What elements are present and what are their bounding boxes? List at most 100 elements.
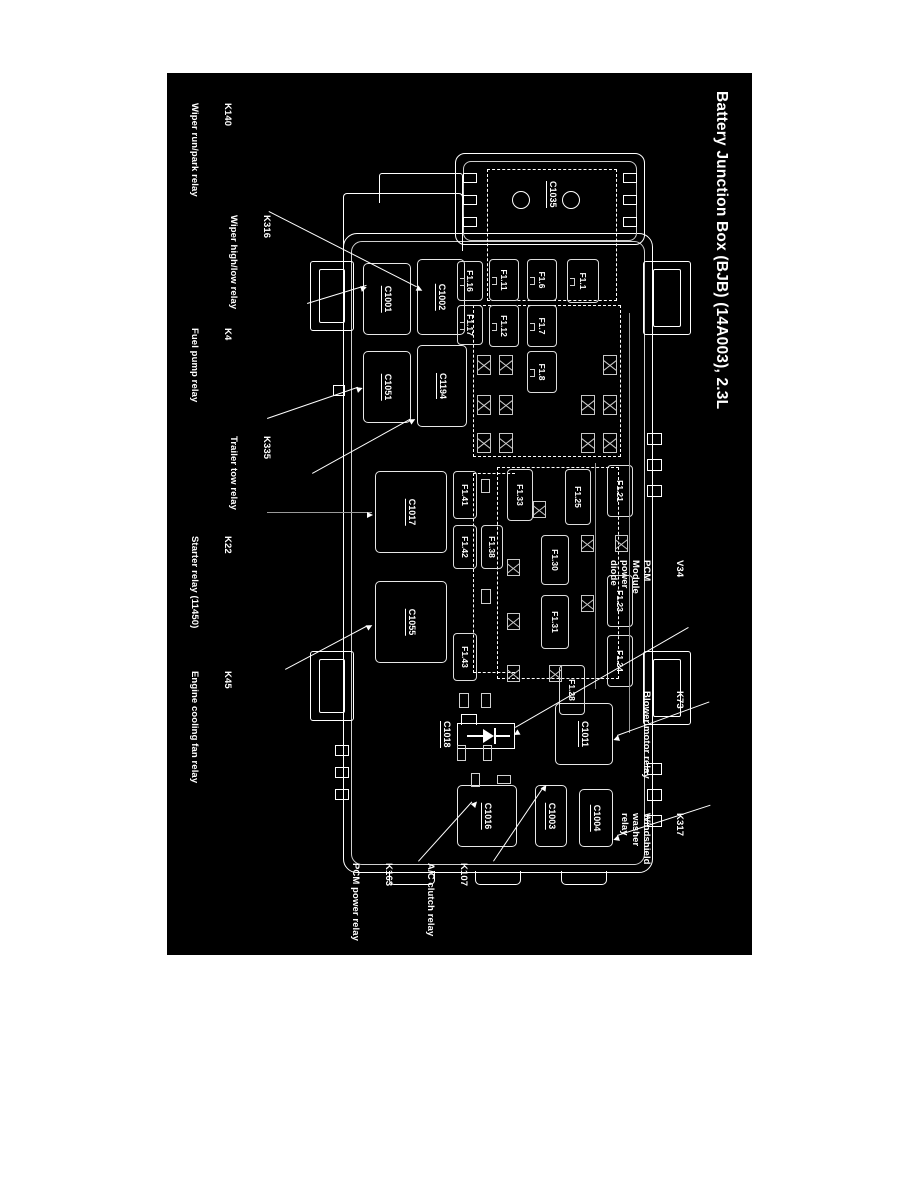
cap-tab-right-1 (623, 173, 637, 183)
fuse-F1.6[interactable]: F1.6 (527, 259, 557, 301)
c1035-pin-b (562, 191, 580, 209)
fuse-F1.33[interactable]: F1.33 (507, 469, 533, 521)
callout-K317-desc: Windshield washer relay (619, 813, 652, 865)
callout-K4-code: K4 (222, 328, 233, 341)
fuse-F1.30[interactable]: F1.30 (541, 535, 569, 585)
side-connector-left-lower (310, 651, 354, 721)
fuse-F1.7[interactable]: F1.7 (527, 305, 557, 347)
fuse-F1.28-label: F1.28 (567, 679, 577, 701)
connector-box-c1055[interactable]: C1055 (375, 581, 447, 663)
fuse-notch (492, 323, 497, 331)
empty-slot (507, 559, 520, 576)
fuse-F1.17-label: F1.17 (465, 314, 475, 336)
fuse-notch (460, 322, 465, 330)
fuse-F1.28[interactable]: F1.28 (559, 665, 585, 715)
cap-tab-left-1 (463, 173, 477, 183)
empty-slot (507, 613, 520, 630)
fuse-F1.41[interactable]: F1.41 (453, 471, 477, 519)
callout-K22-code: K22 (222, 536, 233, 554)
fuse-F1.1-label: F1.1 (578, 272, 588, 290)
fuse-F1.43-label: F1.43 (460, 646, 470, 668)
fuse-F1.17[interactable]: F1.17 (457, 305, 483, 345)
callout-K45-code: K45 (222, 671, 233, 689)
fuse-F1.24[interactable]: F1.24 (607, 635, 633, 687)
bjb-top-shoulder-step (379, 173, 463, 203)
fuse-F1.38-label: F1.38 (487, 536, 497, 558)
bjb-inner-shell (351, 241, 645, 865)
connector-box-c1051[interactable]: C1051 (363, 351, 411, 423)
fuse-F1.16-label: F1.16 (465, 270, 475, 292)
callout-K163-desc: PCM power relay (350, 863, 361, 942)
side-tab-right-b (647, 459, 662, 471)
callout-K335-code: K335 (261, 436, 272, 460)
connector-box-c1004[interactable]: C1004 (579, 789, 613, 847)
empty-slot (499, 355, 513, 375)
callout-K107-code: K107 (458, 863, 469, 887)
side-tab-right-a (647, 433, 662, 445)
fuse-group-lower-inner (473, 473, 515, 673)
connector-c1001-label: C1001 (381, 285, 393, 313)
fuse-F1.31[interactable]: F1.31 (541, 595, 569, 649)
connector-c1035-label: C1035 (545, 181, 558, 208)
connector-c1051-label: C1051 (381, 373, 393, 401)
empty-slot (477, 433, 491, 453)
callout-K107-desc: A/C clutch relay (425, 863, 436, 937)
fuse-F1.41-label: F1.41 (460, 484, 470, 506)
fuse-F1.23[interactable]: F1.23 (607, 575, 633, 627)
empty-slot (533, 501, 546, 518)
connector-box-c1003[interactable]: C1003 (535, 785, 567, 847)
fuse-F1.21[interactable]: F1.21 (607, 465, 633, 517)
fuse-notch (530, 369, 535, 377)
fuse-notch (530, 323, 535, 331)
side-tab-right-c (647, 485, 662, 497)
empty-slot (507, 665, 520, 682)
connector-box-c1001[interactable]: C1001 (363, 263, 411, 335)
side-tab-right-d (647, 763, 662, 775)
fuse-F1.7-label: F1.7 (537, 317, 547, 335)
empty-slot (615, 535, 628, 552)
fuse-F1.25[interactable]: F1.25 (565, 469, 591, 525)
empty-slot (603, 395, 617, 415)
bottom-foot-1 (389, 871, 435, 885)
connector-box-c1002[interactable]: C1002 (417, 259, 465, 335)
blank-slot (459, 693, 469, 708)
fuse-notch (492, 277, 497, 285)
c1035-pin-a (512, 191, 530, 209)
callout-K335-desc: Trailer tow relay (228, 436, 239, 511)
fuse-F1.11[interactable]: F1.11 (489, 259, 519, 301)
cap-tab-left-3 (463, 217, 477, 227)
fuse-F1.12[interactable]: F1.12 (489, 305, 519, 347)
empty-slot (581, 395, 595, 415)
connector-c1194-label: C1194 (436, 372, 448, 400)
side-connector-right-lower (643, 651, 691, 725)
connector-box-c1017[interactable]: C1017 (375, 471, 447, 553)
bjb-top-shoulder (343, 193, 463, 251)
fuse-F1.6-label: F1.6 (537, 271, 547, 289)
callout-K140-code: K140 (222, 103, 233, 127)
callout-K316: K316 Wiper high/low relay (206, 215, 294, 309)
empty-slot (603, 433, 617, 453)
fuse-notch (460, 278, 465, 286)
side-connector-left-upper-inner (319, 269, 345, 323)
callout-K22: K22 Starter relay (11450) (167, 536, 255, 628)
side-tab-left-b (335, 767, 349, 778)
connector-box-c1194[interactable]: C1194 (417, 345, 467, 427)
callout-K45: K45 Engine cooling fan relay (167, 671, 255, 783)
cap-tab-left-2 (463, 195, 477, 205)
diode-c1018-body[interactable] (457, 714, 515, 749)
connector-c1011-label: C1011 (578, 720, 590, 748)
callout-K316-desc: Wiper high/low relay (228, 215, 239, 310)
fuse-F1.42[interactable]: F1.42 (453, 525, 477, 569)
connector-c1002-label: C1002 (435, 283, 447, 311)
fuse-F1.1[interactable]: F1.1 (567, 259, 599, 303)
callout-K140-desc: Wiper run/park relay (189, 103, 200, 197)
callout-K317-code: K317 (674, 813, 685, 837)
bus-line-vertical-2 (629, 313, 631, 733)
diagram-plate: Battery Junction Box (BJB) (14A003), 2.3… (167, 73, 752, 955)
callout-V34: V34 PCM Module power diode (586, 560, 707, 605)
fuse-F1.8[interactable]: F1.8 (527, 351, 557, 393)
fuse-F1.16[interactable]: F1.16 (457, 261, 483, 301)
fuse-F1.38[interactable]: F1.38 (481, 525, 503, 569)
fuse-F1.43[interactable]: F1.43 (453, 633, 477, 681)
